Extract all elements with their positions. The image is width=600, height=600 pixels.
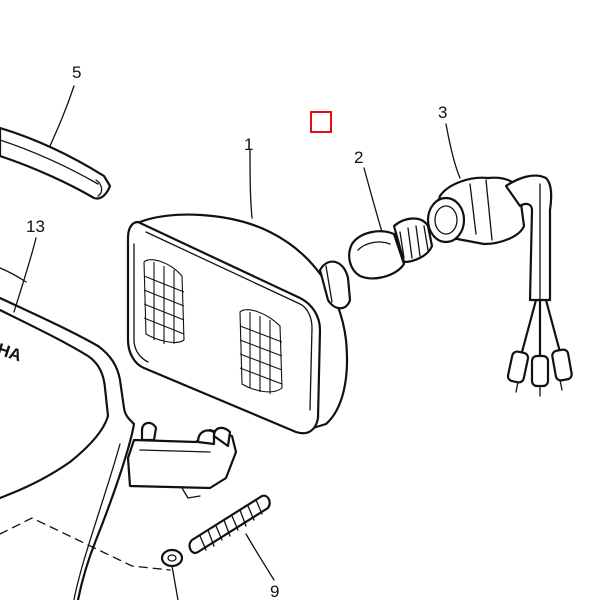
lens-grid-left xyxy=(143,259,185,344)
headlight-unit-part-1 xyxy=(126,213,352,435)
terminal-connectors xyxy=(506,348,573,397)
cowl-lettering: HA xyxy=(0,340,24,366)
headlight-bracket xyxy=(126,421,238,499)
callout-5: 5 xyxy=(72,63,81,82)
selection-marker[interactable] xyxy=(310,111,332,133)
socket-harness-part-3 xyxy=(426,174,573,397)
callout-3: 3 xyxy=(438,103,447,122)
trim-strip-part-5 xyxy=(0,126,112,200)
callout-13: 13 xyxy=(26,217,45,236)
cowl-part-13: HA xyxy=(0,267,136,600)
callout-1: 1 xyxy=(244,135,253,154)
callout-2: 2 xyxy=(354,148,363,167)
spring-part-9 xyxy=(188,494,271,554)
callout-9: 9 xyxy=(270,582,279,600)
lens-grid-right xyxy=(239,309,283,394)
washer xyxy=(160,548,184,600)
bulb-part-2 xyxy=(348,217,434,280)
reference-line xyxy=(0,517,171,571)
leader-lines xyxy=(13,85,461,581)
